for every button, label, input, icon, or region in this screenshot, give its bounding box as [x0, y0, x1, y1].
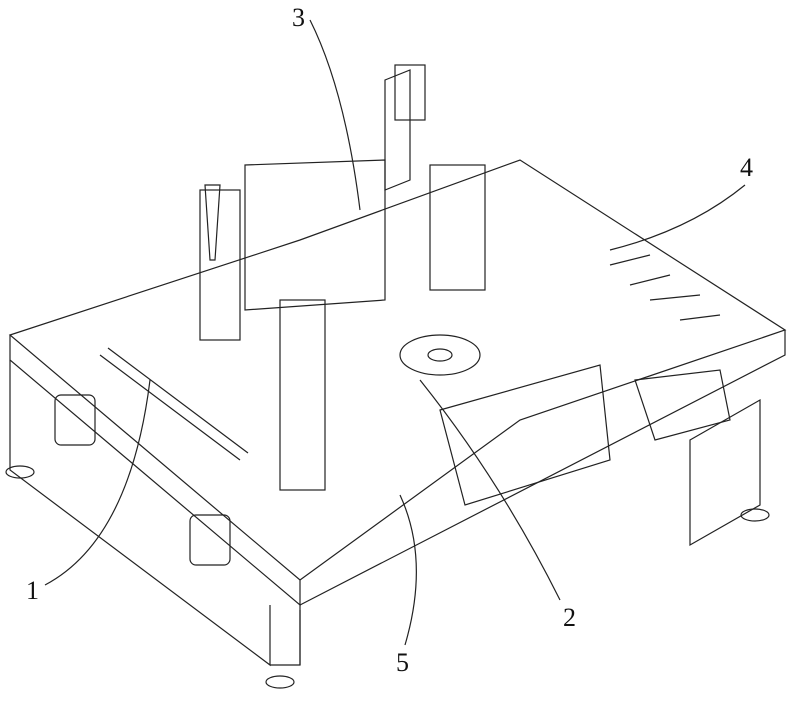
rotary-table [399, 334, 481, 376]
callout-label-2: 2 [563, 603, 576, 632]
handle [54, 394, 96, 446]
module-center [279, 299, 326, 491]
leader-line-4 [609, 184, 746, 251]
module-left [199, 189, 241, 341]
cabinet-right [299, 398, 761, 665]
callout-label-4: 4 [740, 153, 753, 182]
linear-rail [99, 347, 249, 461]
leader-line-2 [419, 379, 561, 601]
camera [394, 64, 426, 121]
module-right [429, 164, 486, 291]
camera-column [384, 69, 411, 191]
foot [5, 465, 35, 479]
display-panel [439, 364, 611, 506]
callout-label-1: 1 [26, 576, 39, 605]
trays [609, 254, 721, 321]
pipette [204, 184, 221, 261]
callout-label-5: 5 [396, 648, 409, 677]
handle [189, 514, 231, 566]
table-front-left [9, 335, 301, 607]
table-front-right [299, 330, 786, 606]
foot [740, 508, 770, 522]
output-box [634, 369, 731, 441]
foot [265, 675, 295, 689]
cabinet [9, 360, 301, 667]
callout-label-3: 3 [292, 3, 305, 32]
leader-line-5 [399, 494, 417, 646]
rotary-center [427, 348, 453, 362]
leader-line-1 [44, 379, 151, 586]
upper-box [244, 159, 386, 311]
leader-line-3 [309, 19, 361, 211]
table-top [8, 159, 787, 581]
